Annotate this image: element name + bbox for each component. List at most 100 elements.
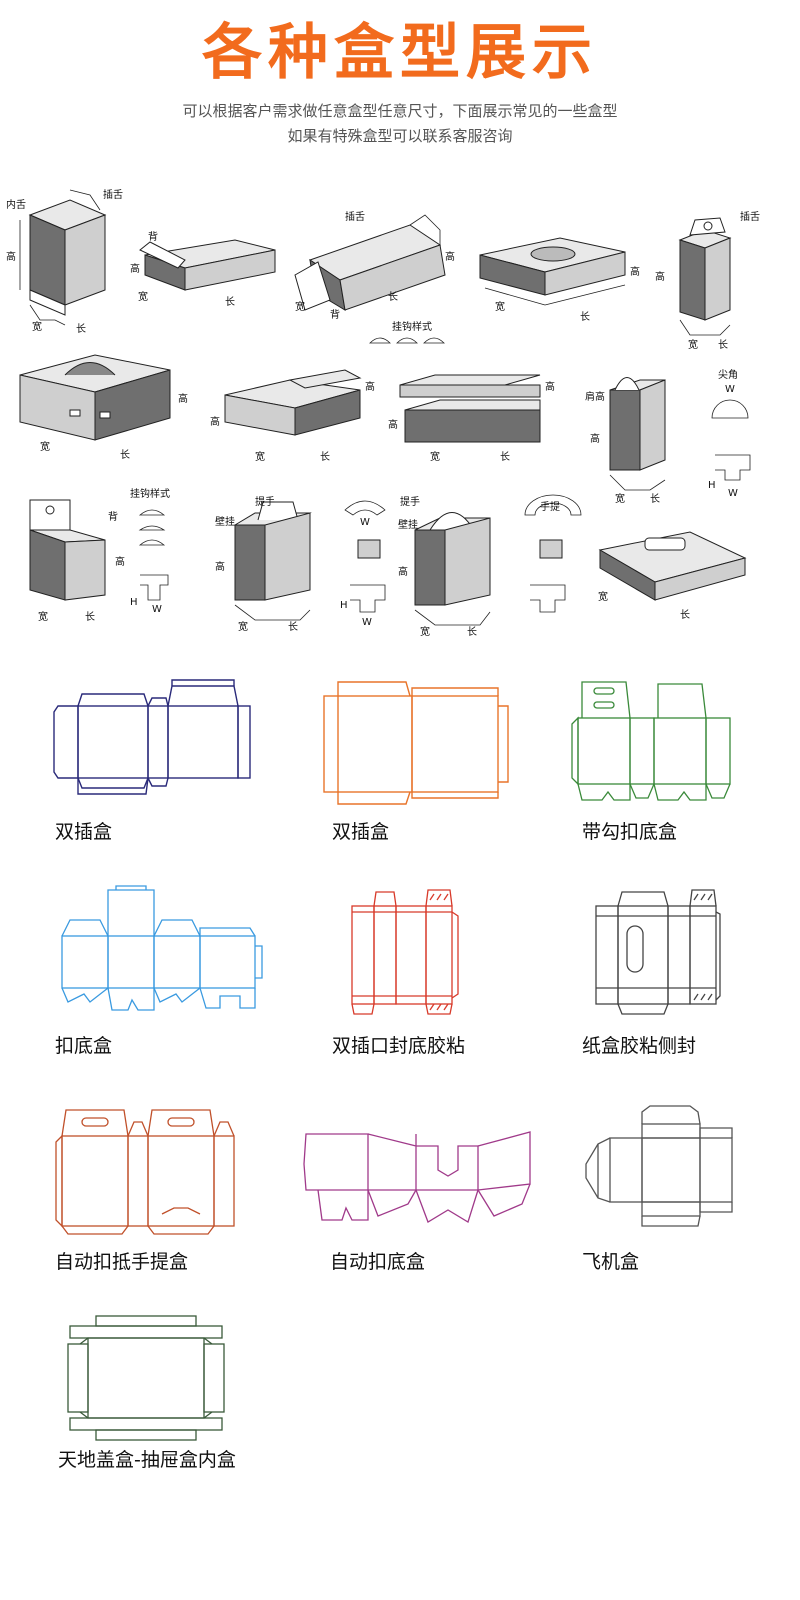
dieline-hook-lock-bottom — [571, 681, 731, 801]
svg-text:宽: 宽 — [295, 300, 305, 313]
svg-text:高: 高 — [655, 270, 665, 283]
svg-text:高: 高 — [215, 560, 225, 573]
svg-text:高: 高 — [545, 380, 555, 393]
box-illustration-2: 背 高 宽 长 — [130, 230, 276, 308]
svg-text:长: 长 — [225, 296, 235, 308]
svg-text:高: 高 — [210, 415, 220, 428]
dieline-auto-lock-bottom — [303, 1131, 531, 1223]
svg-text:W: W — [725, 384, 735, 395]
svg-text:宽: 宽 — [255, 450, 265, 463]
svg-text:高: 高 — [130, 262, 140, 275]
box-illustrations: .f { fill:#e9e9e9; stroke:#222; stroke-w… — [6, 188, 760, 638]
box-illustration-1: 内舌 插舌 高 宽 长 — [6, 188, 123, 335]
svg-text:H: H — [708, 480, 716, 491]
dieline-auto-lock-handle-box — [55, 1109, 235, 1235]
svg-text:长: 长 — [680, 609, 690, 621]
svg-text:宽: 宽 — [238, 620, 248, 633]
svg-text:W: W — [362, 617, 372, 628]
box-type-label: 双插盒 — [332, 821, 390, 843]
dieline-lock-bottom — [61, 885, 263, 1011]
dieline-lid-and-base-drawer-box — [67, 1315, 225, 1441]
box-illustration-10: 背 高 宽 长 挂钩样式 H W — [29, 487, 170, 623]
svg-text:长: 长 — [120, 449, 130, 461]
box-illustration-6: 高 宽 长 — [19, 354, 188, 461]
svg-text:挂钩样式: 挂钩样式 — [130, 487, 170, 500]
svg-text:壁挂: 壁挂 — [215, 515, 235, 528]
svg-text:手提: 手提 — [540, 500, 560, 513]
svg-text:背: 背 — [148, 230, 158, 243]
box-illustration-4: 高 宽 长 — [479, 237, 640, 323]
svg-text:长: 长 — [388, 291, 398, 303]
svg-text:宽: 宽 — [138, 290, 148, 303]
box-illustration-3: 插舌 高 宽 长 背 挂钩样式 — [294, 210, 455, 344]
svg-text:肩高: 肩高 — [585, 390, 605, 403]
svg-text:背: 背 — [108, 510, 118, 523]
svg-text:壁挂: 壁挂 — [398, 518, 418, 531]
box-illustration-8: 高 高 宽 长 — [388, 374, 555, 463]
svg-text:长: 长 — [467, 626, 477, 638]
box-type-label: 自动扣底盒 — [330, 1251, 426, 1273]
box-illustration-7: 高 高 宽 长 — [210, 369, 375, 463]
svg-text:H: H — [130, 597, 138, 608]
box-type-label: 双插口封底胶粘 — [332, 1035, 466, 1057]
svg-text:长: 长 — [500, 451, 510, 463]
box-type-label: 扣底盒 — [55, 1035, 113, 1057]
svg-text:宽: 宽 — [688, 338, 698, 351]
svg-text:高: 高 — [630, 265, 640, 278]
box-illustration-9: 肩高 高 宽 长 尖角 W H W — [585, 368, 751, 505]
box-type-label: 双插盒 — [55, 821, 113, 843]
subtitle-line-1: 可以根据客户需求做任意盒型任意尺寸，下面展示常见的一些盒型 — [182, 102, 618, 120]
svg-text:H: H — [340, 600, 348, 611]
box-illustration-13: 宽 长 — [598, 531, 747, 621]
svg-text:长: 长 — [718, 339, 728, 351]
dieline-glued-side-seal — [595, 889, 721, 1015]
svg-text:高: 高 — [590, 432, 600, 445]
svg-text:宽: 宽 — [38, 610, 48, 623]
svg-text:宽: 宽 — [40, 440, 50, 453]
svg-text:W: W — [728, 488, 738, 499]
svg-text:宽: 宽 — [32, 320, 42, 333]
dieline-double-tuck-1 — [53, 679, 251, 795]
box-type-label: 飞机盒 — [582, 1251, 640, 1273]
svg-text:宽: 宽 — [430, 450, 440, 463]
svg-text:宽: 宽 — [420, 625, 430, 638]
svg-text:宽: 宽 — [598, 590, 608, 603]
svg-text:插舌: 插舌 — [103, 188, 123, 201]
box-illustration-11: 提手 壁挂 高 宽 长 W H W — [215, 495, 386, 633]
svg-text:背: 背 — [330, 308, 340, 321]
svg-text:长: 长 — [580, 311, 590, 323]
svg-text:插舌: 插舌 — [345, 210, 365, 223]
dieline-mailer-box — [585, 1105, 733, 1227]
svg-text:W: W — [152, 604, 162, 615]
dieline-double-tuck-2 — [323, 681, 509, 805]
svg-text:长: 长 — [85, 611, 95, 623]
box-illustration-12: 提手 壁挂 高 宽 长 手提 — [398, 494, 582, 638]
svg-text:提手: 提手 — [255, 495, 275, 508]
svg-text:高: 高 — [388, 418, 398, 431]
svg-text:长: 长 — [76, 323, 86, 335]
dieline-tuck-glued-bottom — [351, 889, 459, 1015]
subtitle-line-2: 如果有特殊盒型可以联系客服咨询 — [287, 127, 513, 145]
svg-text:内舌: 内舌 — [6, 198, 26, 211]
svg-text:挂钩样式: 挂钩样式 — [392, 320, 432, 333]
svg-text:高: 高 — [445, 250, 455, 263]
svg-text:插舌: 插舌 — [740, 210, 760, 223]
svg-text:宽: 宽 — [495, 300, 505, 313]
svg-text:高: 高 — [398, 565, 408, 578]
svg-text:尖角: 尖角 — [718, 368, 738, 381]
svg-text:高: 高 — [178, 392, 188, 405]
box-illustration-5: 插舌 高 宽 长 — [655, 210, 760, 351]
svg-text:长: 长 — [288, 621, 298, 633]
svg-text:长: 长 — [320, 451, 330, 463]
box-type-label: 自动扣抵手提盒 — [55, 1251, 189, 1273]
page-title: 各种盒型展示 — [202, 18, 598, 88]
box-type-label: 纸盒胶粘侧封 — [582, 1035, 697, 1057]
svg-text:高: 高 — [6, 250, 16, 263]
svg-text:长: 长 — [650, 493, 660, 505]
svg-text:高: 高 — [115, 555, 125, 568]
svg-text:高: 高 — [365, 380, 375, 393]
svg-text:宽: 宽 — [615, 492, 625, 505]
box-type-label: 天地盖盒-抽屉盒内盒 — [58, 1449, 236, 1471]
box-type-label: 带勾扣底盒 — [582, 821, 678, 843]
svg-text:提手: 提手 — [400, 495, 420, 508]
